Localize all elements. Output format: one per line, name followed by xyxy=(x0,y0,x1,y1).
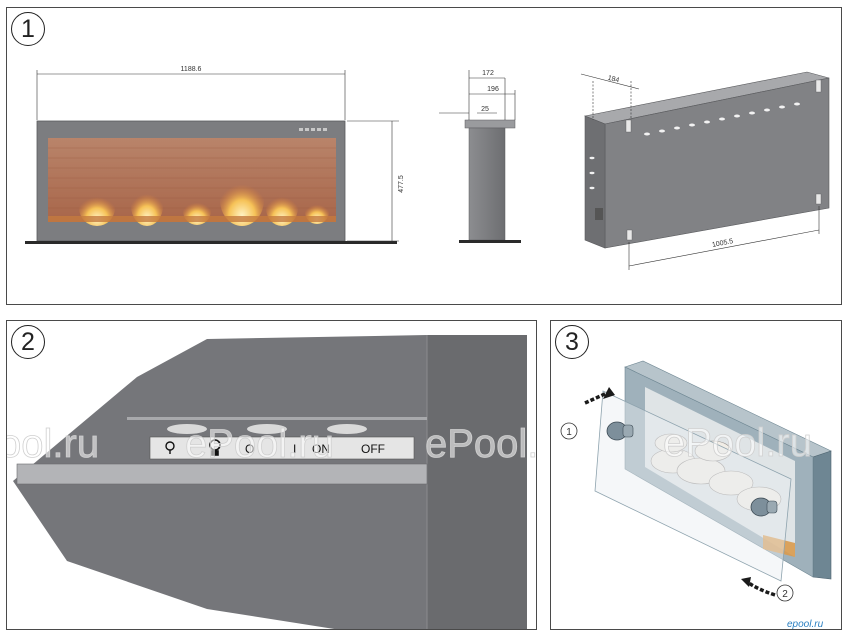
switch-label-off: OFF xyxy=(361,442,385,456)
control-dots xyxy=(299,128,327,131)
arrow-tilt-icon xyxy=(741,577,776,597)
vent-slots xyxy=(589,102,800,190)
back-top-label: 184 xyxy=(607,75,620,85)
side-view xyxy=(459,119,521,243)
depth-mid-label: 196 xyxy=(487,86,499,93)
top-edge-highlight xyxy=(127,417,427,420)
panel-number-2: 2 xyxy=(11,325,45,359)
panel-dimensions: 1 xyxy=(6,7,842,305)
rear-socket xyxy=(595,208,603,220)
mount-brackets xyxy=(625,79,822,241)
arrow-lift-icon xyxy=(584,387,615,405)
installation-illustration: 1 2 ePool.ru epool.ru xyxy=(560,360,832,630)
panel-number-3: 3 xyxy=(555,325,589,359)
back-dimension-lines xyxy=(580,73,820,270)
depth-top-label: 172 xyxy=(482,70,494,77)
callout-circle-1 xyxy=(560,422,578,440)
unit-end xyxy=(812,450,832,580)
callout-label-1: 1 xyxy=(566,427,572,438)
watermark-text-3: ePool.ru xyxy=(425,422,537,466)
bulb-icon-2 xyxy=(209,439,221,456)
dimension-drawings: 1188.6 477.5 172 196 25 xyxy=(25,66,830,270)
front-dimensions xyxy=(36,70,399,242)
bulb-icon-1 xyxy=(165,441,175,454)
width-label: 1188.6 xyxy=(181,66,202,73)
suction-handle-1 xyxy=(606,421,634,441)
back-view xyxy=(583,71,830,249)
switch-knobs xyxy=(167,424,367,434)
panel-switches: 2 O I ON OFF ool.ru ePool.ru ePool.ru xyxy=(6,320,537,630)
switch-label-i: I xyxy=(293,442,296,456)
callout-label-2: 2 xyxy=(782,589,788,600)
brand-logo: epool.ru xyxy=(787,619,824,630)
watermark-text-1: ool.ru xyxy=(7,422,99,466)
back-top-dimensions xyxy=(592,81,632,120)
front-view xyxy=(25,120,397,244)
fireplace-side xyxy=(427,335,527,629)
watermark-text-2: ePool.ru xyxy=(185,422,334,466)
switch-closeup: O I ON OFF ool.ru ePool.ru ePool.ru xyxy=(7,335,537,629)
height-label: 477.5 xyxy=(398,175,405,193)
floor-line xyxy=(25,241,397,244)
ember-bed xyxy=(763,535,795,557)
flames xyxy=(48,174,336,226)
switch-label-on: ON xyxy=(312,442,330,456)
switch-label-o: O xyxy=(245,442,254,456)
panel-installation: 3 1 xyxy=(550,320,842,630)
panel-number-1: 1 xyxy=(11,12,45,46)
watermark-text-4: ePool.ru xyxy=(663,421,812,465)
callout-circle-2 xyxy=(776,584,794,602)
suction-handle-2 xyxy=(750,497,778,517)
depth-small-label: 25 xyxy=(481,106,489,113)
glass-panel xyxy=(594,390,792,582)
front-ledge xyxy=(16,463,428,485)
back-bottom-label: 1005.5 xyxy=(712,238,734,249)
side-dimensions xyxy=(439,70,516,120)
